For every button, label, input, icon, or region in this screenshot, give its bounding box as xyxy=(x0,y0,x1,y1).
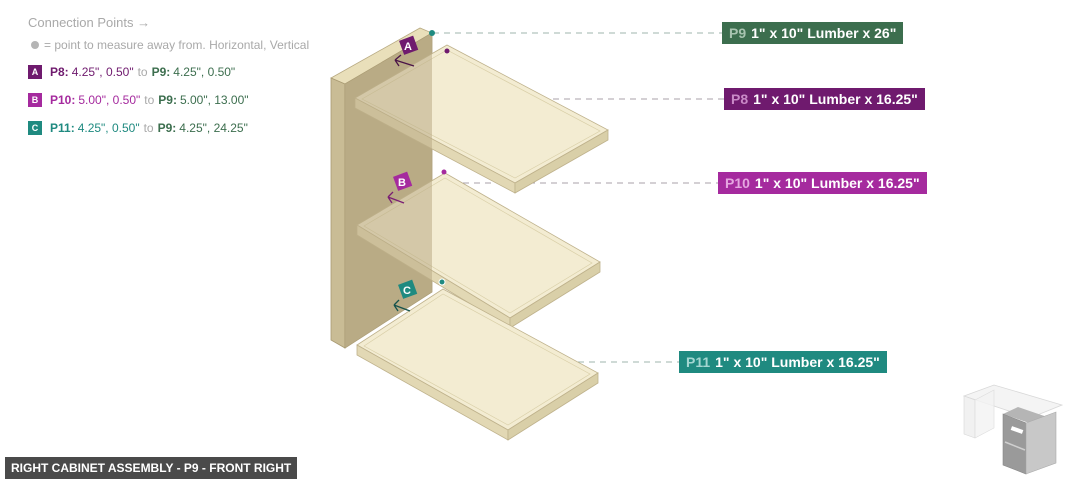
legend-title: Connection Points → xyxy=(28,15,151,30)
arrow-icon xyxy=(394,54,415,67)
arrow-icon xyxy=(387,191,405,204)
desk-thumbnail xyxy=(962,384,1064,475)
point-dot-icon xyxy=(31,41,39,49)
part-label-p11: P11 1" x 10" Lumber x 16.25" xyxy=(679,351,887,373)
assembly-view-title: RIGHT CABINET ASSEMBLY - P9 - FRONT RIGH… xyxy=(5,457,298,479)
part-id: P8 xyxy=(731,91,749,107)
connection-row-b: B P10: 5.00", 0.50" to P9: 5.00", 13.00" xyxy=(28,93,309,107)
connection-points-legend: Connection Points → = point to measure a… xyxy=(28,15,309,149)
connection-badge-a: A xyxy=(28,65,42,79)
to-part: P9: xyxy=(157,121,177,135)
part-description: 1" x 10" Lumber x 16.25" xyxy=(715,354,880,370)
connection-badge-b: B xyxy=(28,93,42,107)
to-value: 5.00", 13.00" xyxy=(179,93,249,107)
to-value: 4.25", 0.50" xyxy=(173,65,236,79)
to-part: P9: xyxy=(158,93,177,107)
part-id: P9 xyxy=(729,25,747,41)
from-part: P11: xyxy=(50,121,75,135)
shelf-p11 xyxy=(356,288,599,441)
connection-dot-p8 xyxy=(444,48,450,54)
part-description: 1" x 10" Lumber x 16.25" xyxy=(753,91,918,107)
from-value: 5.00", 0.50" xyxy=(78,93,141,107)
marker-b-label: B xyxy=(398,177,406,189)
part-label-p8: P8 1" x 10" Lumber x 16.25" xyxy=(724,88,925,110)
marker-a-label: A xyxy=(404,41,412,53)
part-id: P10 xyxy=(725,175,750,191)
legend-note: = point to measure away from. Horizontal… xyxy=(28,38,309,52)
connection-dot-p10 xyxy=(441,169,447,175)
from-value: 4.25", 0.50" xyxy=(77,121,140,135)
to-word: to xyxy=(137,65,148,79)
part-label-p10: P10 1" x 10" Lumber x 16.25" xyxy=(718,172,927,194)
part-description: 1" x 10" Lumber x 16.25" xyxy=(754,175,920,191)
from-value: 4.25", 0.50" xyxy=(71,65,134,79)
from-part: P8: xyxy=(50,65,69,79)
connection-badge-c: C xyxy=(28,121,42,135)
connection-dot-p9 xyxy=(429,30,435,36)
part-label-p9: P9 1" x 10" Lumber x 26" xyxy=(722,22,904,44)
panel-p9-overlay xyxy=(345,33,432,348)
marker-b: B xyxy=(387,171,413,204)
marker-a: A xyxy=(394,35,419,67)
connection-row-c: C P11: 4.25", 0.50" to P9: 4.25", 24.25" xyxy=(28,121,309,135)
arrow-icon xyxy=(393,299,411,312)
connection-row-a: A P8: 4.25", 0.50" to P9: 4.25", 0.50" xyxy=(28,65,309,79)
from-part: P10: xyxy=(50,93,76,107)
to-word: to xyxy=(143,121,154,135)
part-id: P11 xyxy=(686,354,711,370)
to-word: to xyxy=(144,93,155,107)
marker-c-label: C xyxy=(403,285,411,297)
part-description: 1" x 10" Lumber x 26" xyxy=(751,25,897,41)
marker-c: C xyxy=(393,279,418,312)
connection-dot-p11 xyxy=(438,278,446,286)
to-part: P9: xyxy=(151,65,171,79)
to-value: 4.25", 24.25" xyxy=(179,121,248,135)
legend-note-text: = point to measure away from. Horizontal… xyxy=(44,38,310,52)
